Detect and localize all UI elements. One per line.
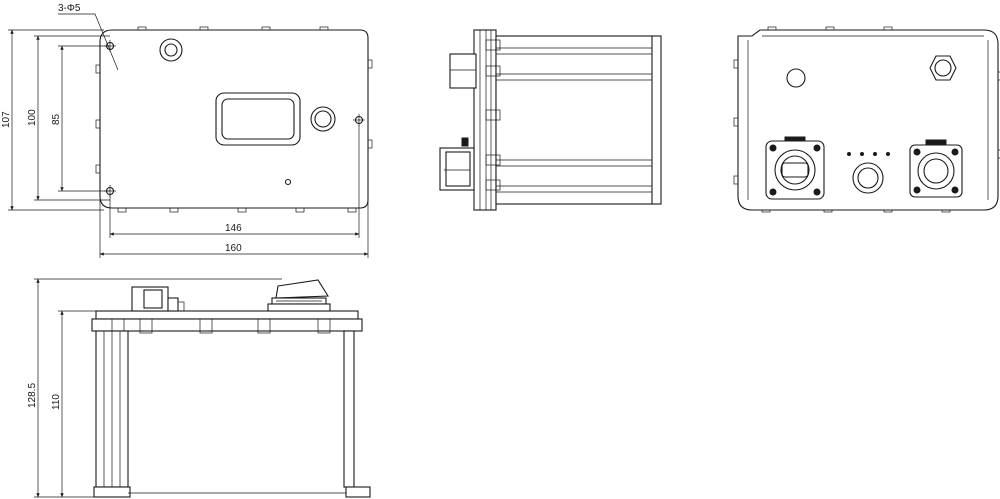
rear-connector-right: [909, 139, 963, 198]
display-window-inner: [221, 98, 295, 140]
front-horizontal-dims: [99, 125, 369, 258]
front-port-top-inner: [164, 43, 178, 57]
rear-indicator-dots: [847, 152, 890, 156]
bottom-connector-right: [267, 279, 331, 312]
dim-height-128-5: 128.5: [27, 383, 38, 408]
rear-view: [733, 26, 1000, 213]
side-fins: [496, 47, 652, 193]
dim-width-160: 160: [225, 243, 242, 254]
bottom-vertical-dims: [34, 278, 282, 498]
front-small-hole: [284, 178, 292, 186]
rear-gland: [852, 162, 884, 194]
side-endplate: [651, 35, 662, 205]
dim-height-100: 100: [27, 109, 38, 126]
bottom-view: 128.5 110: [27, 278, 371, 498]
side-view: [439, 29, 662, 211]
front-port-top: [159, 38, 183, 62]
bottom-right-leg: [343, 330, 355, 488]
hole-note-leader: [58, 13, 119, 71]
front-port-right-inner: [314, 110, 332, 128]
rear-hex-nut: [929, 55, 957, 81]
front-vertical-dims: [8, 29, 110, 211]
rear-connector-left: [765, 136, 825, 200]
front-view: 3-Φ5 107 100 85 146 160: [1, 3, 373, 258]
front-housing: [99, 29, 369, 209]
mounting-hole-right: [353, 114, 365, 126]
dim-height-110: 110: [51, 394, 62, 410]
side-body: [495, 35, 655, 205]
hole-note-label: 3-Φ5: [58, 3, 81, 14]
bottom-top-flange: [95, 310, 359, 320]
dim-height-85: 85: [51, 113, 62, 125]
bottom-tabs: [111, 318, 331, 334]
rear-round-port: [786, 68, 806, 88]
front-port-right: [310, 106, 336, 132]
dim-height-107: 107: [1, 111, 12, 128]
display-window-outer: [215, 92, 301, 146]
dim-width-146: 146: [225, 223, 242, 234]
side-connector-top: [449, 53, 477, 89]
